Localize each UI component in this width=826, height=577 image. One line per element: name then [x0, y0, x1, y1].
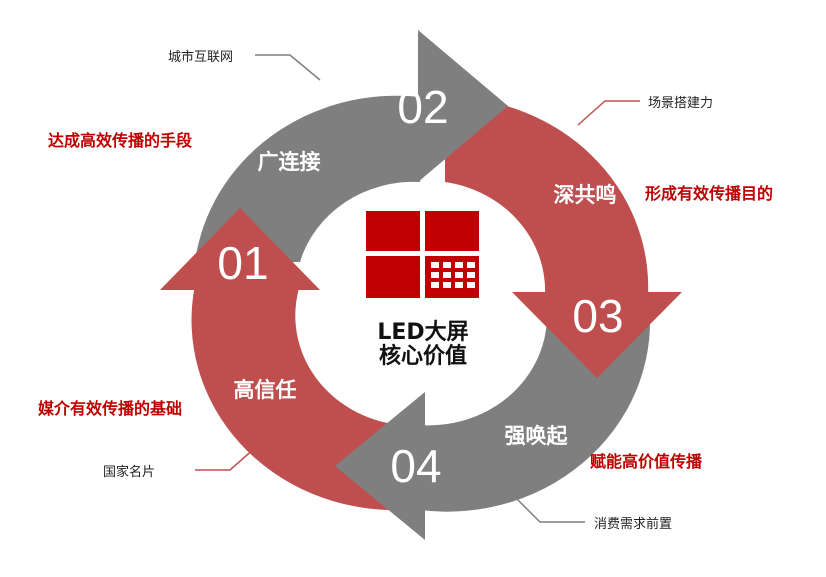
leader-line-city-internet	[255, 54, 321, 81]
segment-number-01: 01	[217, 237, 268, 289]
segment-red-right	[445, 96, 649, 295]
label-foundation: 媒介有效传播的基础	[38, 399, 183, 418]
center-title-line1: LED大屏	[377, 320, 469, 345]
label-means: 达成高效传播的手段	[48, 131, 193, 150]
label-city-internet: 城市互联网	[168, 50, 234, 65]
segment-number-02: 02	[397, 81, 448, 133]
segment-number-04: 04	[390, 440, 441, 492]
led-screen-icon	[366, 211, 479, 298]
label-consumer-demand: 消费需求前置	[594, 517, 673, 532]
segment-title-04: 强唤起	[505, 424, 569, 448]
center-title: LED大屏 核心价值	[362, 321, 484, 369]
arrow-04	[335, 392, 425, 540]
segment-title-02: 广连接	[258, 150, 321, 174]
segment-title-01: 高信任	[234, 378, 297, 402]
segment-title-03: 深共鸣	[554, 183, 617, 207]
label-empower: 赋能高价值传播	[590, 452, 703, 471]
arrow-02	[418, 30, 508, 182]
arrow-03	[512, 292, 682, 378]
center-title-line2: 核心价值	[378, 344, 467, 369]
leader-line-consumer-demand	[507, 489, 585, 523]
segment-number-03: 03	[572, 290, 623, 342]
segment-red-left	[191, 285, 400, 511]
label-scene-building: 场景搭建力	[648, 96, 714, 111]
label-national-card: 国家名片	[103, 465, 156, 480]
leader-line-national-card	[195, 447, 256, 471]
arrow-01	[160, 208, 320, 290]
label-purpose: 形成有效传播目的	[645, 184, 774, 203]
leader-line-scene	[577, 100, 640, 126]
